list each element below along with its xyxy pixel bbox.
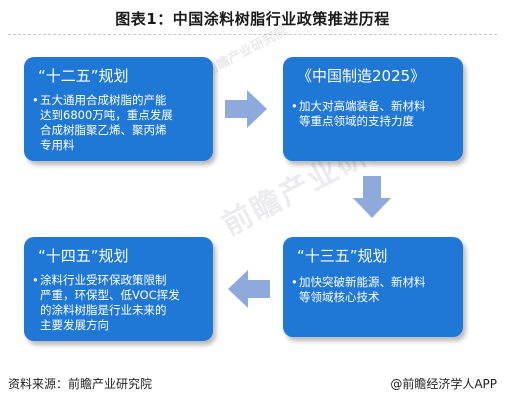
box-line: 涂料行业受环保政策限制 bbox=[40, 273, 167, 287]
arrow-right-icon bbox=[225, 90, 267, 128]
bullet-icon: • bbox=[32, 273, 39, 287]
box-line: 合成树脂聚乙烯、聚丙烯 bbox=[40, 123, 167, 137]
bullet-icon: • bbox=[291, 99, 298, 113]
title-divider bbox=[8, 34, 497, 35]
box-body: •加快突破新能源、新材料 等领域核心技术 bbox=[291, 275, 426, 305]
box-line: 五大通用合成树脂的产能 bbox=[40, 93, 167, 107]
bullet-icon: • bbox=[32, 93, 39, 107]
chart-title: 图表1：中国涂料树脂行业政策推进历程 bbox=[115, 10, 390, 28]
box-body: •五大通用合成树脂的产能 达到6800万吨，重点发展 合成树脂聚乙烯、聚丙烯 专… bbox=[32, 93, 173, 153]
box-line: 达到6800万吨，重点发展 bbox=[40, 108, 173, 122]
box-body: •涂料行业受环保政策限制 严重，环保型、低VOC挥发 的涂料树脂是行业未来的 主… bbox=[32, 273, 180, 333]
source-note: 资料来源：前瞻产业研究院 bbox=[8, 377, 153, 391]
bullet-icon: • bbox=[291, 275, 298, 289]
box-body: •加大对高端装备、新材料 等重点领域的支持力度 bbox=[291, 99, 426, 129]
box-line: 主要发展方向 bbox=[40, 318, 109, 332]
brand-credit: @前瞻经济学人APP bbox=[390, 377, 497, 391]
arrow-down-icon bbox=[353, 176, 391, 218]
box-heading: “十二五”规划 bbox=[38, 67, 129, 85]
box-13th-five-year-plan: “十三五”规划 •加快突破新能源、新材料 等领域核心技术 bbox=[283, 237, 463, 337]
box-line: 的涂料树脂是行业未来的 bbox=[40, 303, 167, 317]
box-12th-five-year-plan: “十二五”规划 •五大通用合成树脂的产能 达到6800万吨，重点发展 合成树脂聚… bbox=[24, 57, 213, 161]
box-heading: “十三五”规划 bbox=[297, 247, 388, 265]
box-heading: 《中国制造2025》 bbox=[297, 67, 426, 85]
box-14th-five-year-plan: “十四五”规划 •涂料行业受环保政策限制 严重，环保型、低VOC挥发 的涂料树脂… bbox=[24, 237, 213, 341]
box-line: 加快突破新能源、新材料 bbox=[299, 275, 426, 289]
arrow-left-icon bbox=[228, 270, 270, 308]
box-line: 等领域核心技术 bbox=[299, 290, 380, 304]
box-line: 严重，环保型、低VOC挥发 bbox=[40, 288, 180, 302]
box-line: 等重点领域的支持力度 bbox=[299, 114, 414, 128]
box-made-in-china-2025: 《中国制造2025》 •加大对高端装备、新材料 等重点领域的支持力度 bbox=[283, 57, 463, 161]
box-heading: “十四五”规划 bbox=[38, 247, 129, 265]
box-line: 专用料 bbox=[40, 138, 75, 152]
box-line: 加大对高端装备、新材料 bbox=[299, 99, 426, 113]
